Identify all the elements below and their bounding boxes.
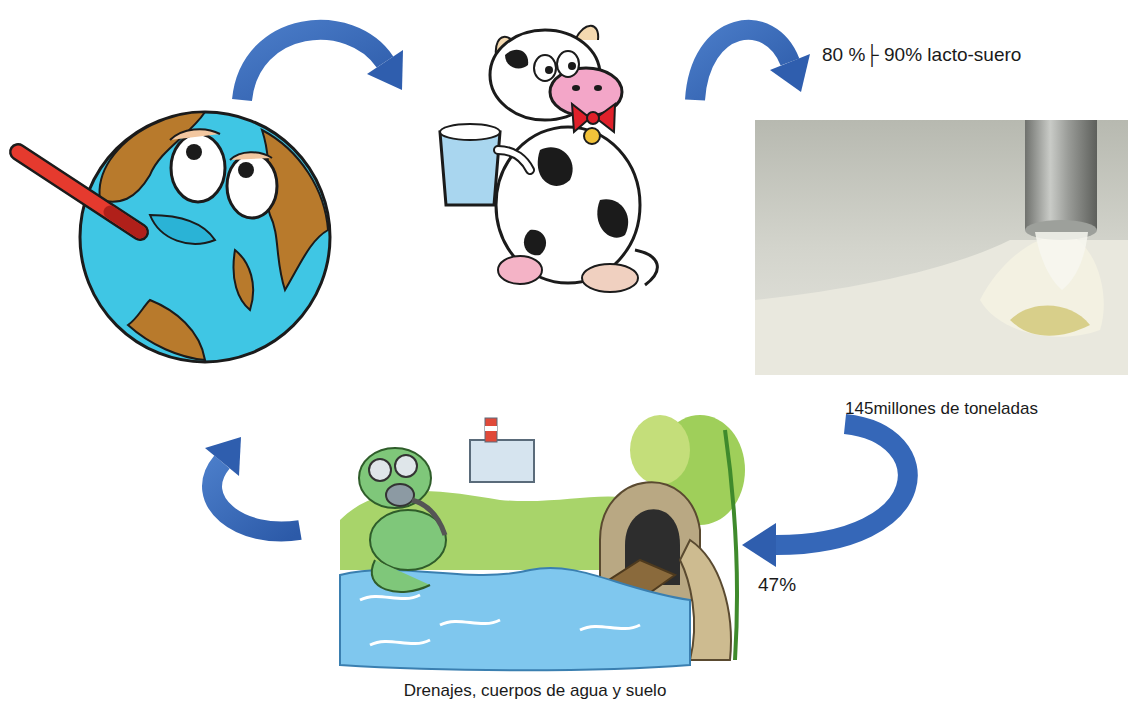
cycle-arrow	[695, 30, 810, 100]
whey-photo	[755, 120, 1128, 375]
sick-earth	[110, 212, 140, 232]
sick-earth	[230, 152, 272, 160]
flow-note: 80 %├ 90% lacto-suero	[820, 44, 1023, 66]
cycle-arrow	[367, 50, 403, 90]
polluted-river	[360, 595, 640, 645]
cycle-arrow	[242, 30, 403, 100]
cartoon-cow	[582, 264, 638, 292]
polluted-river	[372, 560, 430, 592]
polluted-river	[395, 455, 417, 477]
whey-photo	[755, 120, 1128, 375]
cartoon-cow	[538, 147, 573, 186]
cycle-arrow	[205, 437, 300, 532]
polluted-river	[485, 426, 497, 431]
cycle-arrow	[770, 54, 810, 92]
sick-earth	[18, 152, 140, 232]
cartoon-cow	[505, 50, 528, 69]
cartoon-cow	[498, 150, 530, 170]
whey-photo	[1025, 120, 1097, 230]
sick-earth	[186, 144, 202, 160]
cartoon-cow	[498, 150, 530, 170]
cycle-arrow	[212, 462, 300, 532]
cycle-arrow	[695, 30, 790, 100]
whey-photo-panel: 145millones de toneladas	[755, 120, 1128, 420]
cartoon-cow	[440, 26, 657, 292]
sick-earth	[227, 154, 277, 218]
cartoon-cow	[635, 250, 657, 285]
sick-earth	[262, 130, 328, 290]
polluted-river	[485, 418, 497, 442]
cartoon-cow	[534, 55, 556, 81]
cartoon-cow	[498, 256, 542, 284]
sick-earth	[150, 215, 215, 244]
polluted-river	[470, 440, 534, 482]
polluted-river	[630, 415, 690, 485]
edge-percentage: 47%	[756, 574, 798, 596]
cycle-arrow	[242, 30, 385, 100]
sick-earth	[18, 152, 140, 232]
flow-arrow	[776, 424, 908, 545]
whey-photo	[1035, 232, 1088, 290]
image-caption: Drenajes, cuerpos de agua y suelo	[330, 680, 740, 702]
cartoon-cow	[597, 199, 628, 237]
polluted-river	[359, 448, 431, 508]
polluted-river	[369, 459, 391, 481]
sick-earth	[233, 250, 253, 310]
polluted-river	[725, 430, 737, 660]
polluted-river	[340, 415, 745, 670]
sick-earth	[80, 112, 330, 362]
cartoon-cow	[440, 124, 500, 140]
sick-earth	[18, 112, 330, 362]
cartoon-cow	[524, 230, 546, 255]
sick-earth	[128, 300, 205, 360]
river-scene-panel: Drenajes, cuerpos de agua y suelo	[330, 410, 740, 702]
whey-photo	[1010, 306, 1090, 336]
cartoon-cow	[584, 128, 600, 144]
sick-earth	[238, 162, 254, 178]
sick-earth	[171, 134, 225, 202]
cartoon-cow	[568, 62, 576, 70]
cartoon-cow	[496, 127, 640, 283]
cartoon-cow	[572, 85, 580, 91]
cartoon-cow	[594, 85, 602, 91]
cycle-arrow	[205, 437, 241, 476]
cartoon-cow	[440, 132, 500, 205]
cartoon-cow	[545, 66, 553, 74]
arrow-head	[742, 523, 776, 567]
image-caption: 145millones de toneladas	[755, 398, 1128, 420]
sick-earth	[170, 129, 220, 140]
polluted-river	[386, 484, 414, 506]
cartoon-cow	[587, 112, 599, 124]
polluted-river	[412, 500, 445, 535]
cartoon-cow	[557, 51, 579, 77]
